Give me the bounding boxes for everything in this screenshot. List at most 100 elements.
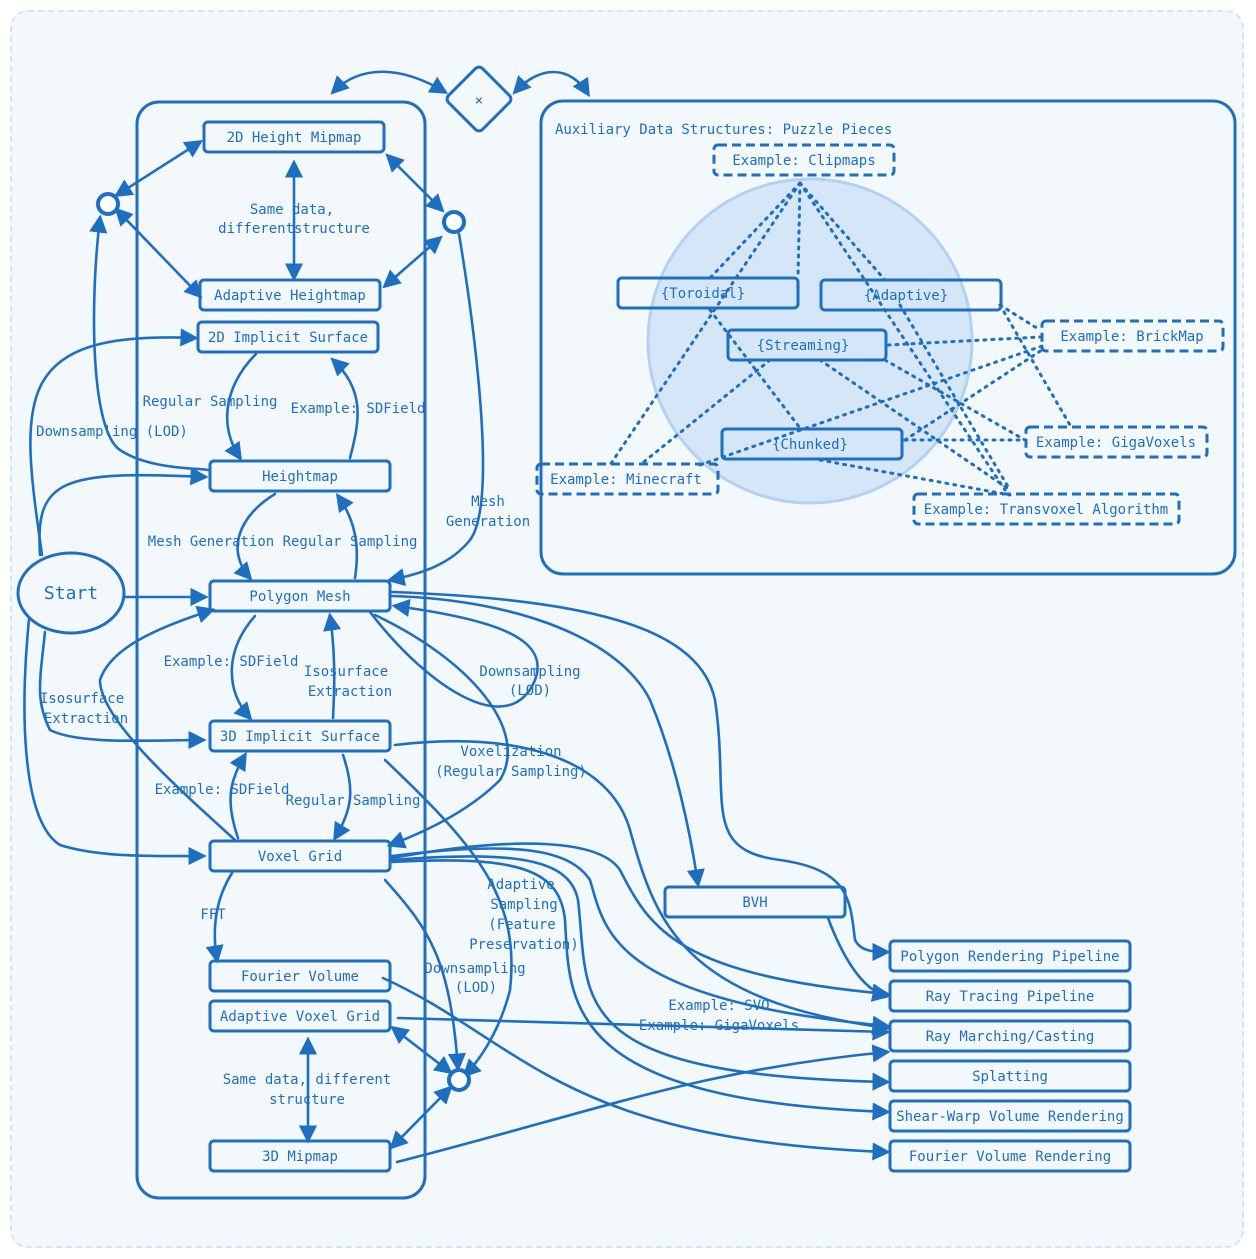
edge-3dimplicit-junction: [383, 758, 513, 1078]
svg-text:Preservation): Preservation): [469, 937, 579, 953]
edge-voxel-3dimplicit: [229, 751, 247, 840]
edge-voxel-shearwarp: [390, 859, 891, 1121]
svg-text:Mesh Generation: Mesh Generation: [148, 534, 274, 550]
svg-text:Isosurface: Isosurface: [40, 691, 124, 707]
svg-text:Adaptive Heightmap: Adaptive Heightmap: [214, 288, 366, 304]
svg-text:{Toroidal}: {Toroidal}: [661, 286, 745, 302]
edge-bvh-raytracing: [826, 916, 891, 1002]
svg-text:(LOD): (LOD): [455, 980, 497, 996]
svg-text:Heightmap: Heightmap: [262, 469, 338, 485]
node-fourier-volume-rendering: Fourier Volume Rendering: [888, 1139, 1132, 1173]
edge-start-3dimplicit: [38, 630, 207, 750]
edge-polygon-bvh: [390, 594, 705, 888]
svg-text:Mesh: Mesh: [471, 494, 505, 510]
edge-heightmap-2dimplicit: [330, 357, 359, 460]
svg-text:Ray Marching/Casting: Ray Marching/Casting: [926, 1029, 1095, 1045]
node-example-clipmaps: Example: Clipmaps: [712, 143, 896, 177]
svg-text:2D Height Mipmap: 2D Height Mipmap: [227, 130, 362, 146]
edge-voxel-junction: [383, 878, 466, 1072]
svg-text:Polygon Mesh: Polygon Mesh: [249, 589, 350, 605]
svg-text:(Feature: (Feature: [488, 917, 555, 933]
node-shear-warp: Shear-Warp Volume Rendering: [888, 1099, 1132, 1133]
svg-text:BVH: BVH: [742, 895, 767, 911]
edge-voxel-fourier: [205, 871, 234, 964]
node-example-minecraft: Example: Minecraft: [535, 462, 720, 496]
edge-polygon-3dimplicit: [230, 614, 257, 721]
node-2d-implicit-surface: 2D Implicit Surface: [196, 320, 380, 354]
edge-voxel-splatting: [390, 855, 891, 1091]
edge-3dimplicit-voxel: [333, 753, 352, 842]
edge-voxel-raymarch: [390, 847, 891, 1034]
edge-voxel-polygon: [98, 605, 237, 842]
svg-text:(Regular Sampling): (Regular Sampling): [435, 764, 587, 780]
node-fourier-volume: Fourier Volume: [208, 959, 392, 993]
svg-text:Regular Sampling: Regular Sampling: [286, 793, 421, 809]
edge-junction-mipmap: [113, 140, 204, 197]
node-chunked: {Chunked}: [720, 427, 904, 461]
edge-polygon-loop: [368, 598, 539, 708]
node-example-gigavoxels: Example: GigaVoxels: [1024, 425, 1209, 459]
node-adaptive-voxel-grid: Adaptive Voxel Grid: [208, 999, 392, 1033]
svg-text:Extraction: Extraction: [44, 711, 128, 727]
node-splatting: Splatting: [888, 1059, 1132, 1093]
svg-text:FFT: FFT: [200, 907, 226, 923]
auxiliary-title: Auxiliary Data Structures: Puzzle Pieces: [555, 122, 892, 138]
node-2d-height-mipmap: 2D Height Mipmap: [202, 120, 386, 154]
edge-junction-right-mipmap: [385, 153, 445, 213]
auxiliary-group: [539, 99, 1237, 576]
svg-text:Polygon Rendering Pipeline: Polygon Rendering Pipeline: [900, 949, 1119, 965]
edge-polygon-heightmap: [335, 493, 359, 580]
representations-group: [135, 100, 427, 1200]
svg-text:{Adaptive}: {Adaptive}: [864, 288, 948, 304]
svg-text:Adaptive: Adaptive: [487, 877, 554, 893]
node-streaming: {Streaming}: [726, 328, 888, 362]
node-example-brickmap: Example: BrickMap: [1040, 319, 1225, 353]
svg-text:Generation: Generation: [446, 514, 530, 530]
svg-text:Example: GigaVoxels: Example: GigaVoxels: [1036, 435, 1196, 451]
svg-text:differentstructure: differentstructure: [218, 221, 370, 237]
edge-adaptivevoxel-raymarch: [396, 1016, 891, 1041]
svg-text:Example: Clipmaps: Example: Clipmaps: [732, 153, 875, 169]
node-ray-marching: Ray Marching/Casting: [888, 1019, 1132, 1053]
edge-polygon-pipeline: [390, 590, 891, 962]
canvas-frame: [10, 10, 1244, 1248]
edge-start-2dimplicit: [29, 328, 199, 557]
edge-junction-adaptivevoxel: [390, 1025, 453, 1075]
node-bvh: BVH: [663, 885, 847, 919]
junction-right: [442, 210, 466, 234]
svg-text:Regular Sampling: Regular Sampling: [143, 394, 278, 410]
svg-text:Downsampling: Downsampling: [424, 961, 525, 977]
node-toroidal: {Toroidal}: [616, 276, 800, 310]
edge-junction-adaptiveheight: [114, 207, 203, 299]
edge-3dimplicit-polygon: [323, 612, 342, 720]
dotted-edges: [608, 181, 1072, 497]
svg-text:Voxel Grid: Voxel Grid: [258, 849, 342, 865]
edge-fourier-rendering: [381, 976, 891, 1161]
node-voxel-grid: Voxel Grid: [208, 839, 392, 873]
svg-text:Regular Sampling: Regular Sampling: [283, 534, 418, 550]
edge-junction-3dmipmap: [389, 1085, 453, 1150]
svg-text:3D Mipmap: 3D Mipmap: [262, 1149, 338, 1165]
edge-voxel-raytracing: [390, 842, 891, 1002]
svg-text:Example: SVO: Example: SVO: [668, 998, 769, 1014]
svg-text:Downsampling (LOD): Downsampling (LOD): [36, 424, 188, 440]
edge-decision-right: [512, 70, 590, 98]
svg-text:Splatting: Splatting: [972, 1069, 1048, 1085]
node-example-transvoxel: Example: Transvoxel Algorithm: [912, 492, 1181, 526]
svg-text:Adaptive Voxel Grid: Adaptive Voxel Grid: [220, 1009, 380, 1025]
node-3d-mipmap: 3D Mipmap: [208, 1139, 392, 1173]
edge-start-voxelgrid: [23, 608, 207, 866]
svg-text:Example: Transvoxel Algorithm: Example: Transvoxel Algorithm: [924, 502, 1168, 518]
svg-text:Example: SDField: Example: SDField: [291, 401, 426, 417]
start-node: Start: [16, 551, 126, 635]
edge-3dmipmap-raymarch: [395, 1044, 891, 1164]
svg-text:{Streaming}: {Streaming}: [757, 338, 850, 354]
edge-junction-polygon: [386, 232, 485, 587]
node-adaptive-heightmap: Adaptive Heightmap: [198, 278, 382, 312]
node-polygon-rendering-pipeline: Polygon Rendering Pipeline: [888, 939, 1132, 973]
svg-text:{Chunked}: {Chunked}: [772, 437, 848, 453]
svg-text:Example: Minecraft: Example: Minecraft: [550, 472, 702, 488]
node-adaptive: {Adaptive}: [819, 278, 1003, 312]
edge-2dimplicit-heightmap: [224, 352, 258, 462]
